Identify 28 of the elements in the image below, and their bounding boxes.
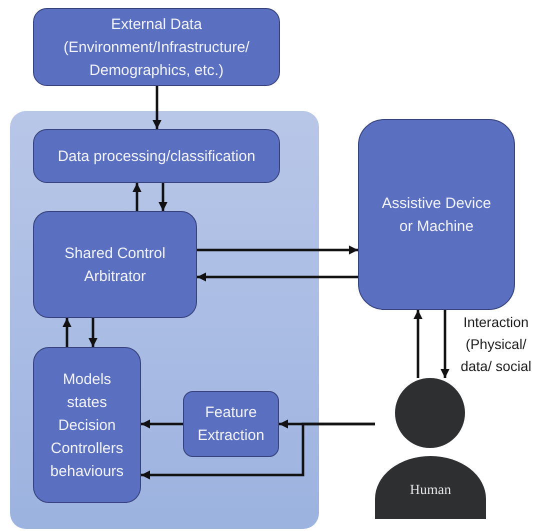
process-box — [358, 119, 515, 310]
arrow — [152, 86, 162, 129]
box-label: Models states Decision Controllers behaviours — [49, 370, 125, 482]
box-label: Assistive Device or Machine — [380, 194, 492, 236]
process-box — [33, 129, 280, 183]
process-box — [33, 8, 280, 86]
annotation-text: Interaction (Physical/ data/ social — [460, 313, 532, 376]
arrow — [88, 318, 98, 347]
arrow — [414, 310, 422, 378]
process-box — [33, 347, 141, 503]
person-silhouette — [375, 378, 486, 519]
box-label: Feature Extraction — [196, 403, 266, 446]
group-panel — [10, 111, 319, 529]
box-label: (Environment/Infrastructure/ Demographics, etc.) — [62, 38, 250, 80]
process-box — [33, 211, 197, 318]
arrow — [141, 420, 183, 428]
arrow — [62, 318, 72, 347]
process-box — [183, 391, 279, 457]
arrow — [158, 183, 168, 211]
arrow — [141, 422, 375, 480]
arrow — [132, 183, 142, 211]
arrow — [197, 246, 358, 254]
box-label: Shared Control Arbitrator — [64, 244, 166, 286]
arrow — [197, 272, 358, 282]
box-label: External Data — [111, 14, 202, 34]
box-label: Data processing/classification — [58, 146, 256, 166]
person-label: Human — [410, 482, 452, 500]
arrow — [440, 310, 450, 378]
